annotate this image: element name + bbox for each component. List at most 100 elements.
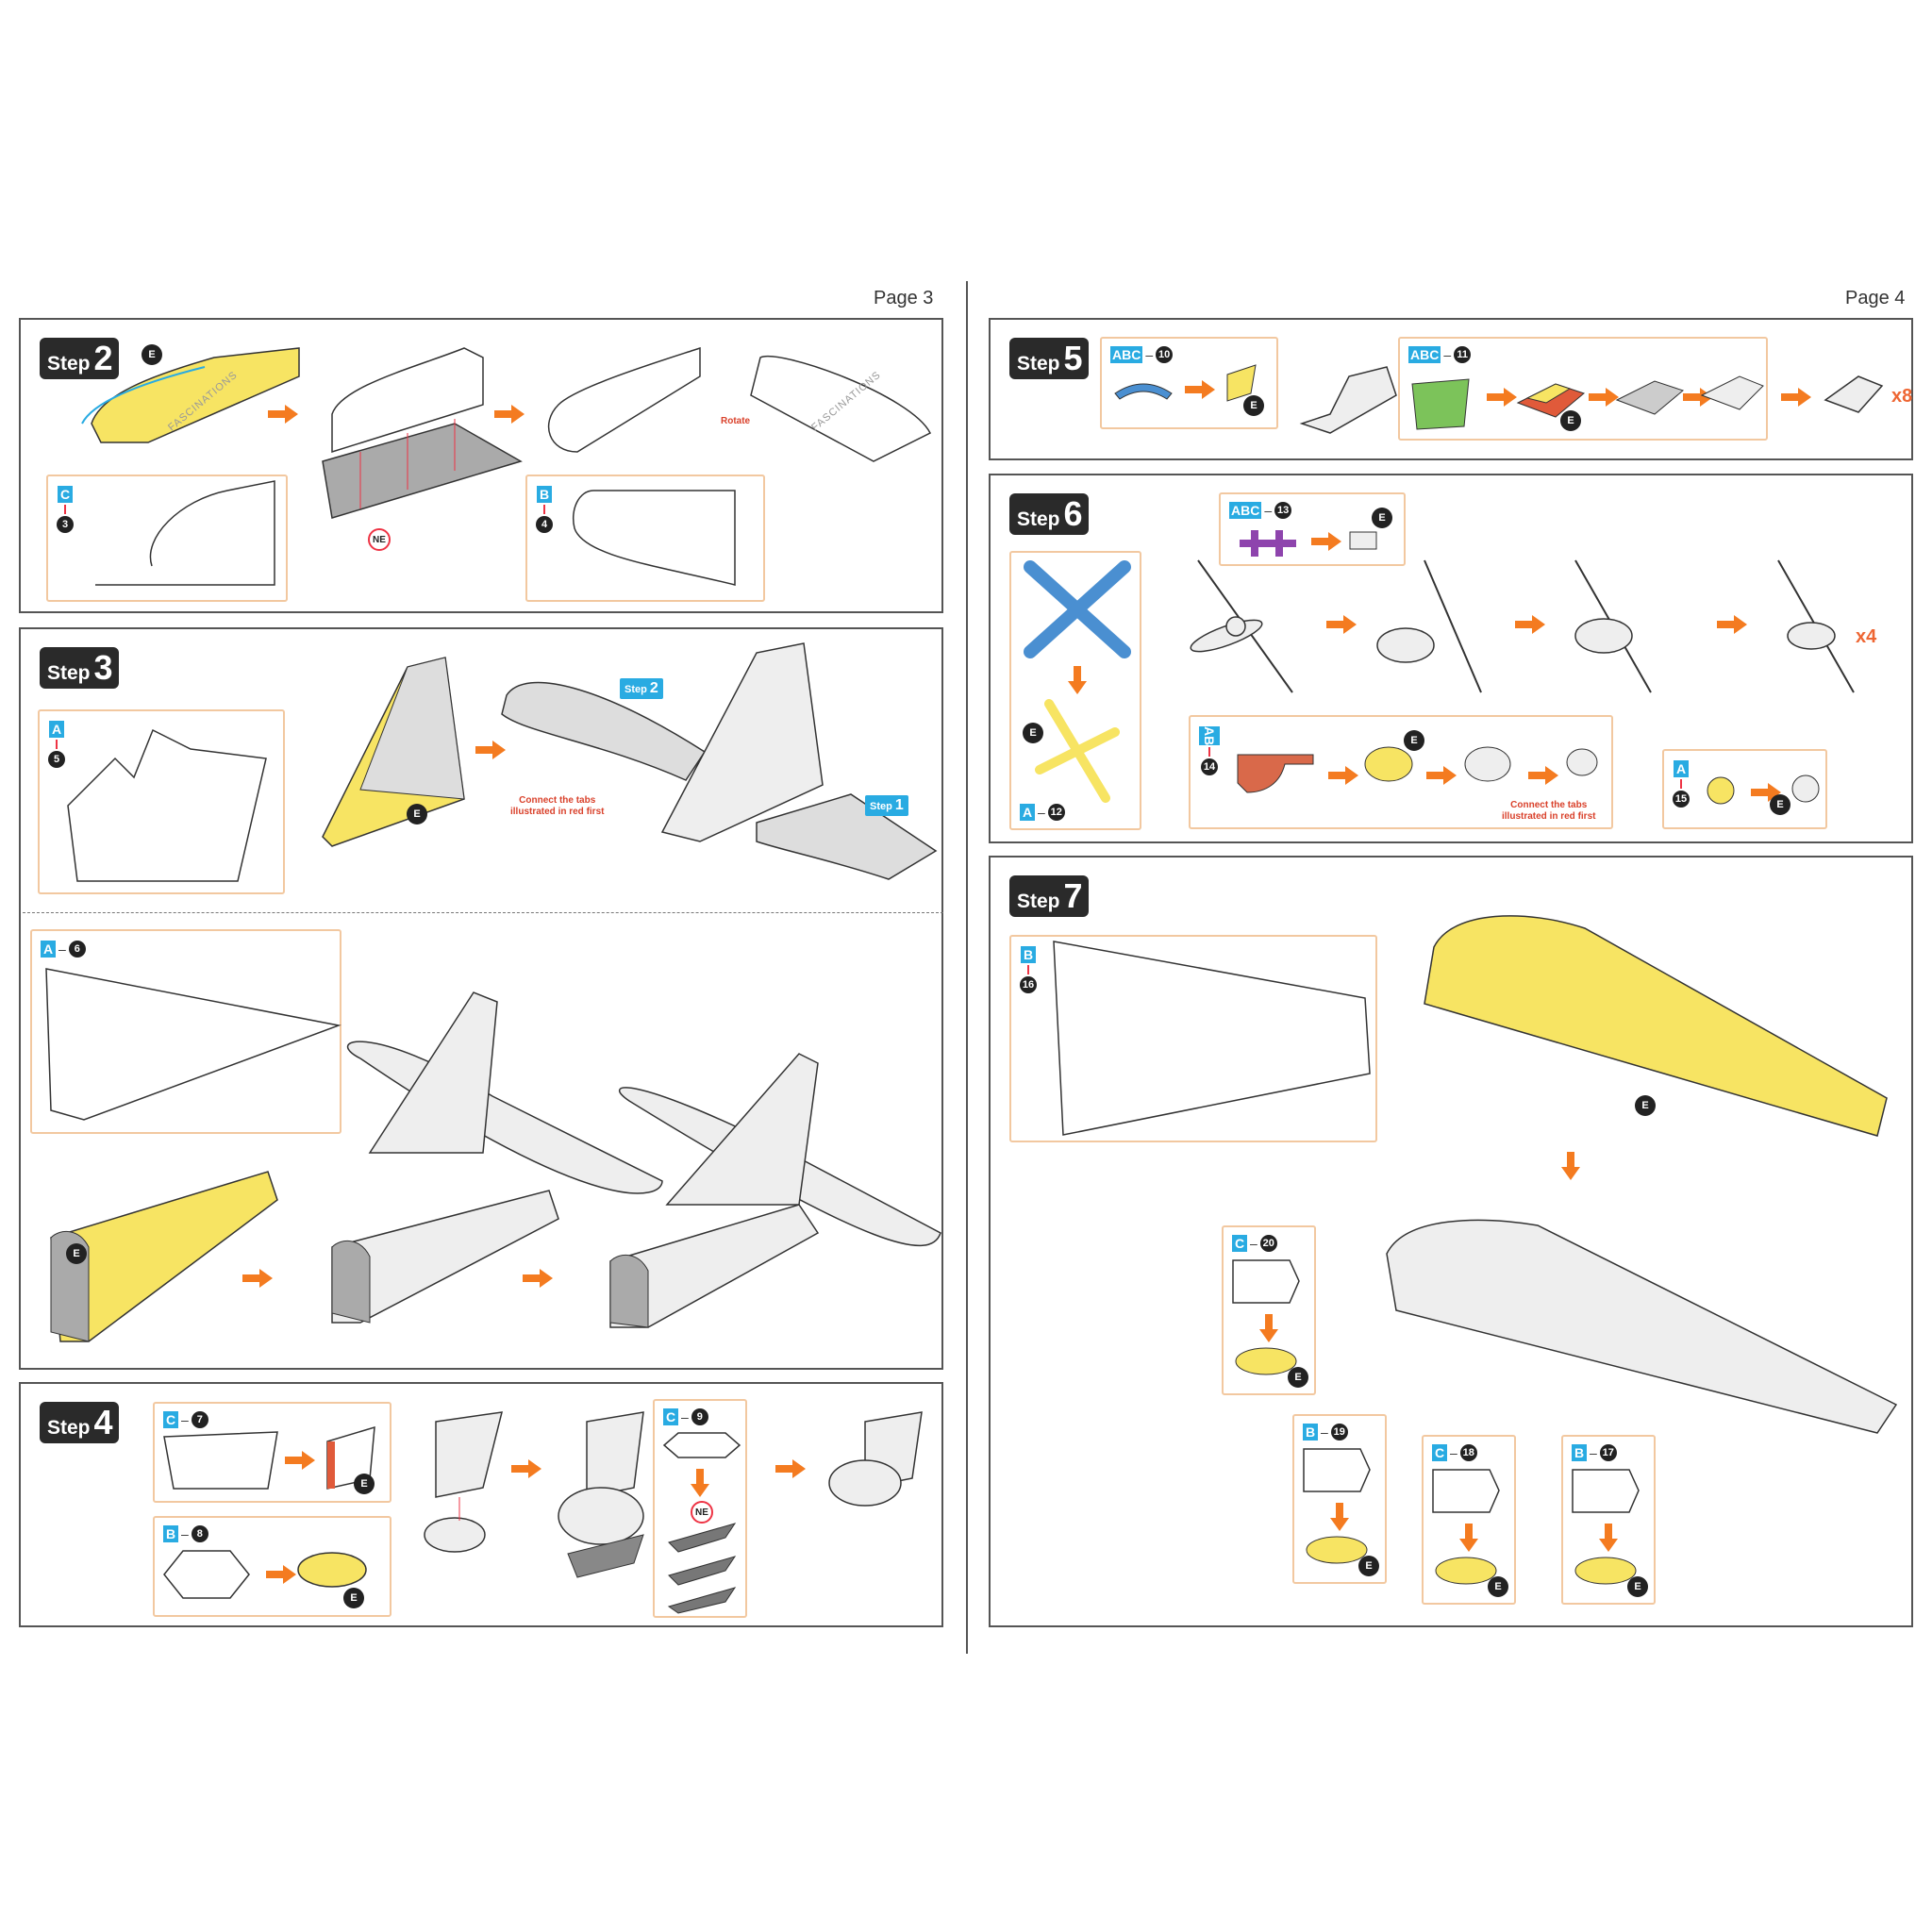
arrow-right [1589, 388, 1621, 407]
step-4-badge: Step 4 [40, 1402, 119, 1443]
glue-e-badge: E [1627, 1576, 1648, 1597]
sheet-letter: B [1303, 1424, 1318, 1441]
part-number: 16 [1020, 976, 1037, 993]
part-8-box: B – 8 E [153, 1516, 391, 1617]
sheet-letter: C [163, 1411, 178, 1428]
step-word: Step [47, 353, 91, 375]
step-number: 2 [93, 339, 113, 377]
part-18-box: C – 18 E [1422, 1435, 1516, 1605]
part-label: B – 8 [163, 1525, 208, 1542]
step-2-badge: Step 2 [40, 338, 119, 379]
tail-top-drawing [548, 346, 701, 453]
repeat-x4: x4 [1856, 626, 1877, 647]
part-number: 6 [68, 941, 86, 958]
part-9-outline [662, 1432, 741, 1458]
arrow-right [1717, 615, 1749, 634]
part-7-outline [163, 1431, 278, 1490]
part-label: A – 6 [41, 941, 86, 958]
part-11-step-a [1615, 380, 1685, 415]
part-18-outline [1432, 1469, 1500, 1513]
glue-e-badge: E [142, 344, 162, 365]
part-12-shape [1024, 560, 1131, 658]
part-label: A 5 [48, 721, 65, 768]
part-label: AB 14 [1199, 726, 1220, 776]
part-number: 4 [536, 516, 553, 533]
part-14-folded [1364, 746, 1413, 782]
no-glue-ne-badge: NE [691, 1501, 713, 1524]
glue-e-badge: E [1288, 1367, 1308, 1388]
sheet-letter: A [1020, 804, 1035, 821]
part-number: 10 [1156, 346, 1174, 363]
part-11-box: ABC – 11 E [1398, 337, 1768, 441]
glue-e-badge: E [1635, 1095, 1656, 1116]
propeller-assembly-1 [1190, 559, 1293, 693]
glue-e-badge: E [1372, 508, 1392, 528]
sheet-letter: B [537, 486, 552, 503]
part-17-box: B – 17 E [1561, 1435, 1656, 1605]
part-12-box: E A – 12 [1009, 551, 1141, 830]
step-3-panel: Step 3 A 5 E Step 2 Connect the tabs ill… [19, 627, 943, 1370]
arrow-down [1599, 1524, 1618, 1552]
part-5-box: A 5 [38, 709, 285, 894]
sheet-letter: A [41, 941, 56, 958]
step-word: Step [1017, 508, 1060, 530]
sheet-letter: C [58, 486, 73, 503]
fin-assembly-drawing [660, 642, 938, 880]
tail-assembly-drawing [322, 347, 523, 519]
part-13-box: ABC – 13 E [1219, 492, 1406, 566]
step-6-badge: Step 6 [1009, 493, 1089, 535]
part-16-outline [1053, 941, 1371, 1136]
part-20-folded [1235, 1347, 1297, 1375]
part-19-box: B – 19 E [1292, 1414, 1387, 1584]
arrow-right [1515, 615, 1547, 634]
arrow-right [266, 1565, 298, 1584]
arrow-right [242, 1269, 275, 1288]
part-label: C – 18 [1432, 1444, 1477, 1461]
step-1-reference-tag: Step 1 [865, 795, 908, 816]
part-label: B 4 [536, 486, 553, 533]
sheet-letters: ABC [1229, 502, 1262, 519]
part-14-box: AB 14 E Connect the tabs illustrated in … [1189, 715, 1613, 829]
step-2-reference-tag: Step 2 [620, 678, 663, 699]
part-label: ABC – 10 [1110, 346, 1174, 363]
part-12-folded [1035, 699, 1120, 803]
arrow-right [268, 405, 300, 424]
glue-e-badge: E [343, 1588, 364, 1608]
part-14-shape [1237, 754, 1314, 793]
arrow-right [475, 741, 508, 759]
part-8-folded [297, 1552, 367, 1588]
sheet-letter: C [663, 1408, 678, 1425]
arrow-right [1185, 380, 1217, 399]
completed-cylinder-drawing [1824, 375, 1884, 413]
glue-e-badge: E [354, 1474, 375, 1494]
section-divider [23, 912, 943, 913]
part-label: ABC – 11 [1408, 346, 1472, 363]
arrow-right [1487, 388, 1519, 407]
part-number: 17 [1599, 1444, 1617, 1461]
glue-e-badge: E [66, 1243, 87, 1264]
arrow-right [1426, 766, 1458, 785]
part-19-outline [1303, 1448, 1371, 1492]
glue-e-badge: E [1243, 395, 1264, 416]
part-7-box: C – 7 E [153, 1402, 391, 1503]
part-20-box: C – 20 E [1222, 1225, 1316, 1395]
step-7-badge: Step 7 [1009, 875, 1089, 917]
part-20-outline [1232, 1259, 1300, 1304]
page-number-right: Page 4 [1845, 288, 1906, 308]
tail-rotated-drawing [750, 356, 932, 462]
step-number: 5 [1063, 339, 1083, 377]
part-label: B 16 [1020, 946, 1037, 993]
step-2-panel: Step 2 E FASCINATIONS NE Rotate FASCINAT… [19, 318, 943, 613]
part-label: ABC – 13 [1229, 502, 1292, 519]
engine-mount-drawing [424, 1411, 503, 1553]
propeller-assembly-3 [1574, 559, 1652, 693]
glue-e-badge: E [1404, 730, 1424, 751]
glue-e-badge: E [1770, 794, 1790, 815]
part-number: 3 [57, 516, 74, 533]
part-8-outline [163, 1550, 250, 1599]
step-5-badge: Step 5 [1009, 338, 1089, 379]
step-4-panel: Step 4 C – 7 E B – 8 E [19, 1382, 943, 1627]
part-13-shape [1240, 530, 1296, 557]
part-17-folded [1574, 1557, 1637, 1585]
part-11-folded [1516, 383, 1586, 418]
